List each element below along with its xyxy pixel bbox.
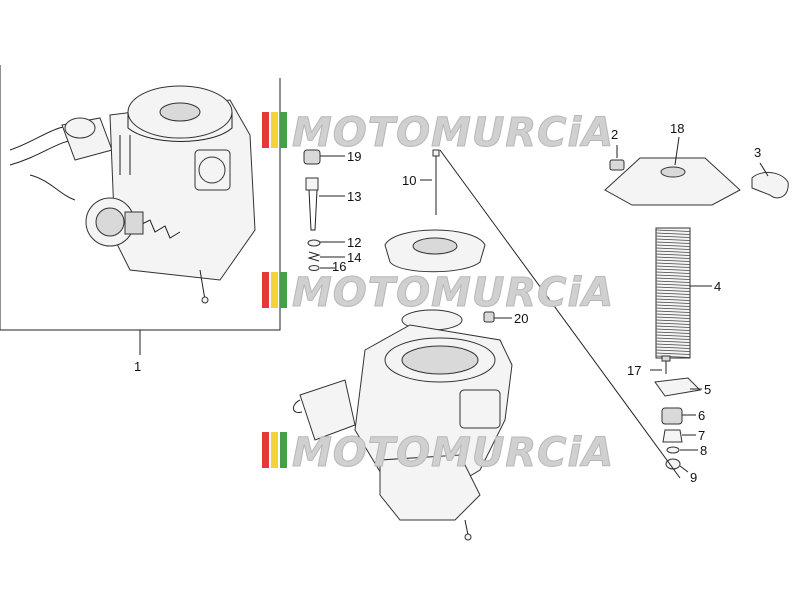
callout-16: 16 bbox=[332, 259, 346, 274]
callout-14: 14 bbox=[347, 250, 361, 265]
watermark-stripe bbox=[280, 272, 287, 308]
callout-6: 6 bbox=[698, 408, 705, 423]
callout-19: 19 bbox=[347, 149, 361, 164]
small-parts-illustration bbox=[303, 149, 495, 323]
callout-4: 4 bbox=[714, 279, 721, 294]
watermark-stripe bbox=[280, 112, 287, 148]
callout-20: 20 bbox=[514, 311, 528, 326]
spring-coil bbox=[655, 238, 691, 241]
spring-cover-illustration bbox=[604, 157, 789, 470]
watermark-stripe bbox=[280, 432, 287, 468]
spring-coil bbox=[655, 253, 691, 256]
spring-coil bbox=[655, 325, 691, 328]
callout-12: 12 bbox=[347, 235, 361, 250]
spring-coil bbox=[655, 283, 691, 286]
callout-7: 7 bbox=[698, 428, 705, 443]
spring-coil bbox=[655, 247, 691, 250]
spring-coil bbox=[655, 277, 691, 280]
spring-coil bbox=[655, 334, 691, 337]
callout-18: 18 bbox=[670, 121, 684, 136]
spring-coil bbox=[655, 232, 691, 235]
spring-coil bbox=[655, 259, 691, 262]
spring-coil bbox=[655, 295, 691, 298]
spring-coil bbox=[655, 313, 691, 316]
spring-coil bbox=[655, 340, 691, 343]
spring-coil bbox=[655, 256, 691, 259]
watermark-text: MOTOMURCiA bbox=[292, 110, 614, 156]
callout-10: 10 bbox=[402, 173, 416, 188]
spring-coil bbox=[655, 265, 691, 268]
watermark-stripe bbox=[262, 272, 269, 308]
spring-coil bbox=[655, 304, 691, 307]
spring-coil bbox=[655, 268, 691, 271]
spring-coil bbox=[655, 241, 691, 244]
spring-coil bbox=[655, 271, 691, 274]
watermark-stripe bbox=[262, 112, 269, 148]
callout-2: 2 bbox=[611, 127, 618, 142]
callout-9: 9 bbox=[690, 470, 697, 485]
watermark-stripe bbox=[271, 272, 278, 308]
spring-coil bbox=[655, 274, 691, 277]
carburetor-assembly-illustration bbox=[9, 85, 256, 304]
spring-coil bbox=[655, 262, 691, 265]
spring-coil bbox=[655, 286, 691, 289]
spring-coil bbox=[655, 229, 691, 232]
spring-coil bbox=[655, 289, 691, 292]
spring-coil bbox=[655, 331, 691, 334]
spring-coil bbox=[655, 307, 691, 310]
watermark-2: MOTOMURCiA bbox=[262, 270, 614, 317]
watermark-text: MOTOMURCiA bbox=[292, 270, 614, 316]
spring-coil bbox=[655, 298, 691, 301]
spring-coil bbox=[655, 343, 691, 346]
watermark-stripe bbox=[262, 432, 269, 468]
spring-coil bbox=[655, 280, 691, 283]
callout-17: 17 bbox=[627, 363, 641, 378]
watermark-stripe bbox=[271, 432, 278, 468]
callout-5: 5 bbox=[704, 382, 711, 397]
leader-lines bbox=[139, 136, 769, 479]
spring-coil bbox=[655, 316, 691, 319]
watermark-1: MOTOMURCiA bbox=[262, 110, 614, 157]
spring-coil bbox=[655, 349, 691, 352]
spring-coil bbox=[655, 244, 691, 247]
callout-3: 3 bbox=[754, 145, 761, 160]
callout-labels: 1 2 3 4 5 6 7 8 9 10 12 13 14 16 17 18 1… bbox=[134, 121, 761, 485]
spring-coil bbox=[655, 346, 691, 349]
spring-coil bbox=[655, 301, 691, 304]
watermark-3: MOTOMURCiA bbox=[262, 430, 614, 477]
watermark-text: MOTOMURCiA bbox=[292, 430, 614, 476]
spring-coil bbox=[655, 310, 691, 313]
callout-1: 1 bbox=[134, 359, 141, 374]
watermark-stripe bbox=[271, 112, 278, 148]
spring-coil bbox=[655, 328, 691, 331]
spring-coil bbox=[655, 235, 691, 238]
callout-8: 8 bbox=[700, 443, 707, 458]
spring-coil bbox=[655, 322, 691, 325]
callout-13: 13 bbox=[347, 189, 361, 204]
spring-coil bbox=[655, 337, 691, 340]
spring-coils bbox=[655, 229, 691, 358]
spring-coil bbox=[655, 352, 691, 355]
carburetor-body-illustration bbox=[293, 229, 513, 541]
spring-coil bbox=[655, 319, 691, 322]
spring-coil bbox=[655, 292, 691, 295]
spring-coil bbox=[655, 250, 691, 253]
